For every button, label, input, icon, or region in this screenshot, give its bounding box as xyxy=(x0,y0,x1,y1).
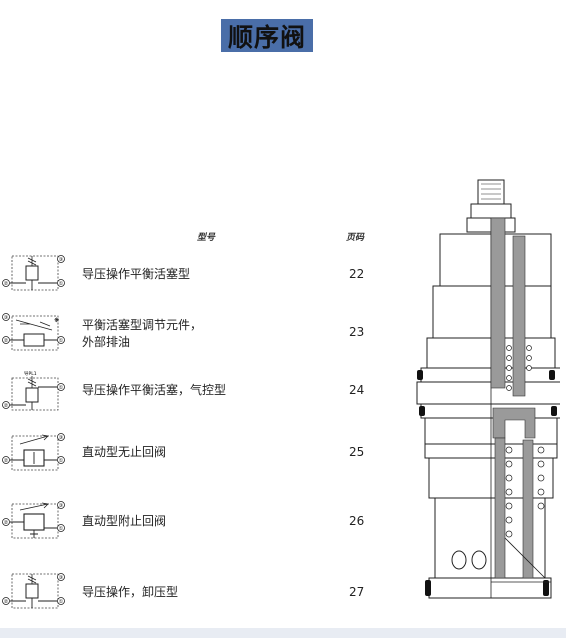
row-desc-4: 直动型无止回阀 xyxy=(82,445,167,459)
row-desc-6: 导压操作，卸压型 xyxy=(82,585,179,599)
port-label-2: ② xyxy=(4,403,9,409)
row-page-2: 23 xyxy=(349,325,365,339)
row-page-4: 25 xyxy=(349,445,365,459)
port-label-2: ② xyxy=(4,599,9,605)
valve-symbol-1: ③ ② ① xyxy=(2,255,65,291)
spring-mark: ❋ xyxy=(54,317,59,324)
port-label-1: ① xyxy=(59,281,64,287)
port-label-2: ② xyxy=(4,338,9,344)
row-desc-3: 导压操作平衡活塞，气控型 xyxy=(82,383,227,397)
row-desc-5: 直动型附止回阀 xyxy=(82,514,167,528)
row-page-1: 22 xyxy=(349,267,365,281)
valve-symbol-3: 导PL1 ① ② xyxy=(2,371,65,411)
port-label-3: ③ xyxy=(59,435,63,441)
port-label-2: ② xyxy=(4,520,9,526)
title-banner: 顺序阀 xyxy=(221,19,313,52)
port-label-1: ① xyxy=(59,526,64,532)
port-label-3: ③ xyxy=(59,257,63,263)
port-label-1: ① xyxy=(59,458,64,464)
port-label-2: ② xyxy=(4,458,9,464)
valve-symbol-2: ③ ② ① ❋ xyxy=(2,313,65,351)
port-label-3: ③ xyxy=(59,503,63,509)
page-title: 顺序阀 xyxy=(227,22,306,52)
row-page-3: 24 xyxy=(349,383,365,397)
port-label-3: ③ xyxy=(59,575,63,581)
valve-symbol-4: ③ ② ① xyxy=(2,433,65,471)
port-label-3: ③ xyxy=(4,315,8,321)
valve-symbol-5: ③ ② ① xyxy=(2,501,65,539)
port-label-2: ② xyxy=(4,281,9,287)
pilot-label: 导PL1 xyxy=(24,371,37,377)
row-desc-1: 导压操作平衡活塞型 xyxy=(82,267,191,281)
port-label-1: ① xyxy=(59,338,64,344)
port-label-1: ① xyxy=(59,385,64,391)
page-bottom-strip xyxy=(0,628,566,638)
cartridge-valve-cross-section xyxy=(416,179,560,599)
row-page-6: 27 xyxy=(349,585,365,599)
port-label-1: ① xyxy=(59,599,64,605)
column-header-model: 型号 xyxy=(197,233,216,243)
row-desc-2: 平衡活塞型调节元件， 外部排油 xyxy=(82,318,203,349)
valve-symbol-6: ③ ② ① xyxy=(2,573,65,609)
column-header-page: 页码 xyxy=(346,233,365,243)
row-page-5: 26 xyxy=(349,514,365,528)
